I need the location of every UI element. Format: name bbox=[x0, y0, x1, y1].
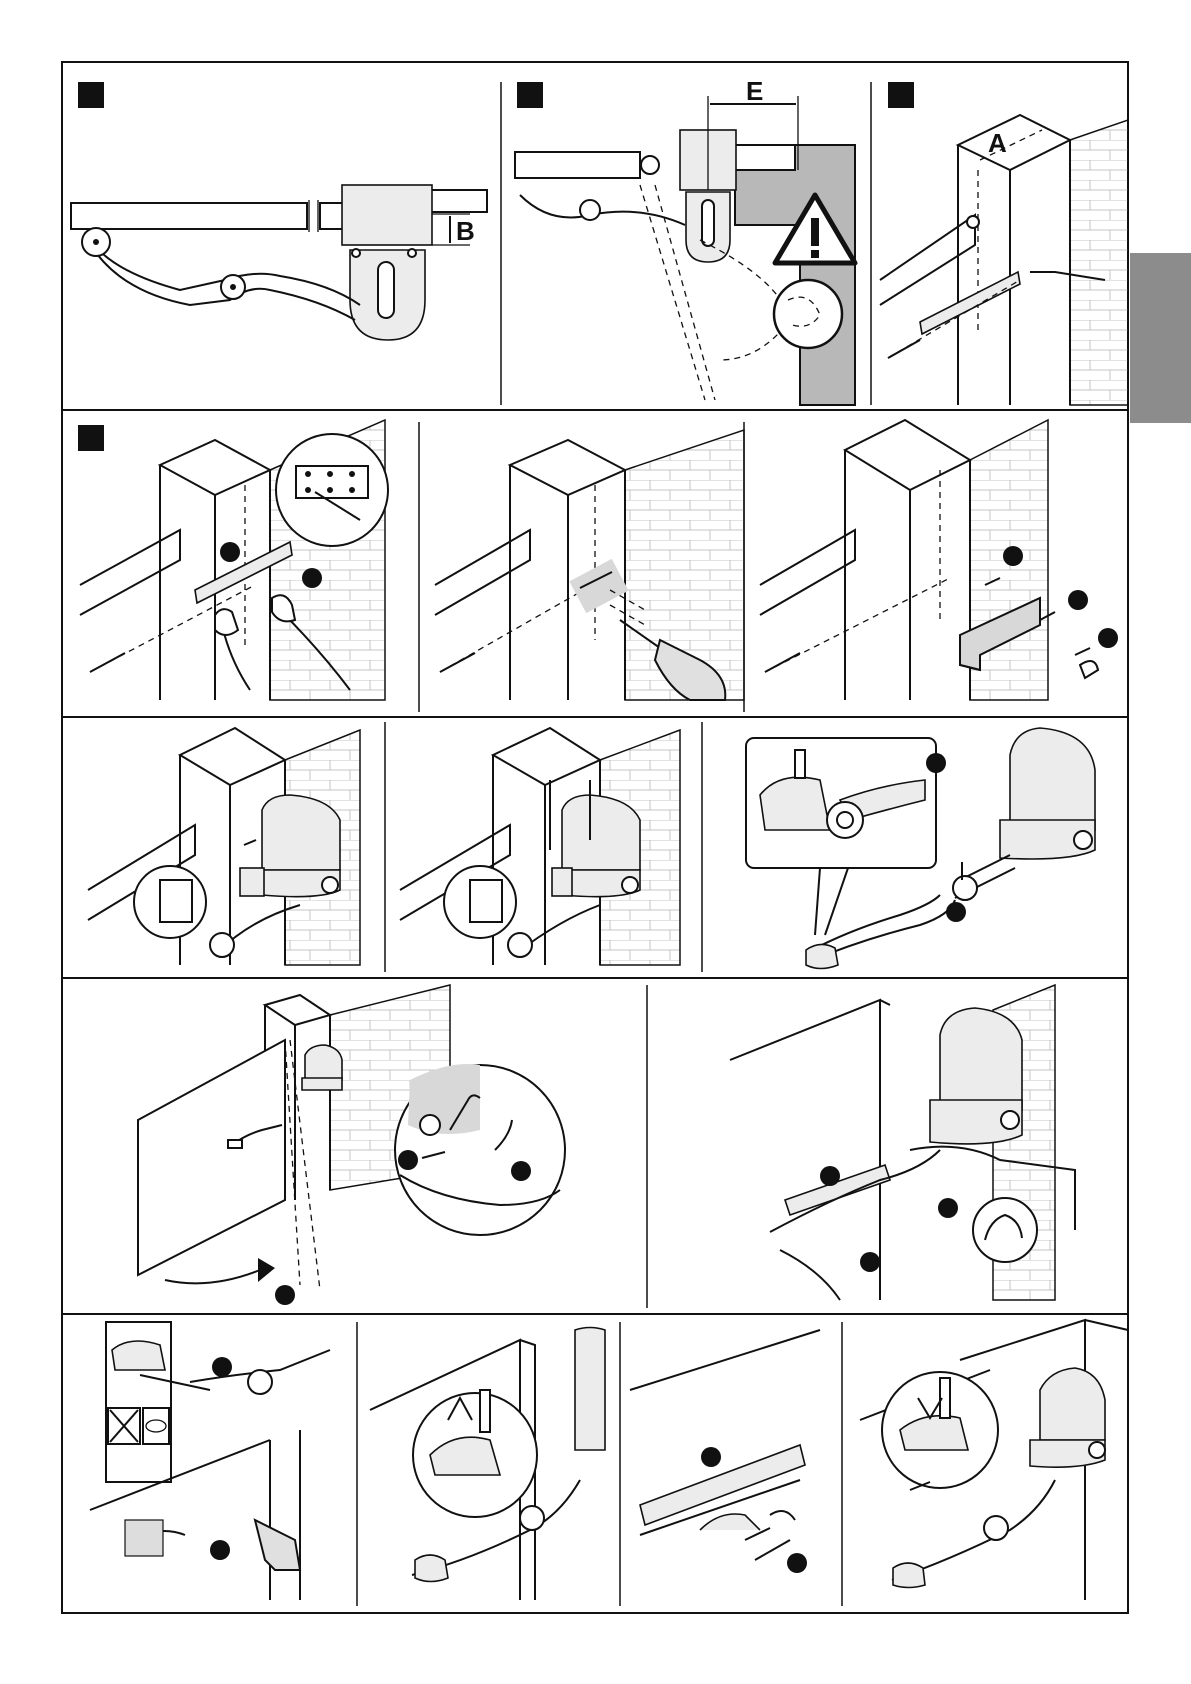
spirit-level-icon bbox=[920, 272, 1020, 334]
panel-mark-holes bbox=[78, 420, 388, 700]
step-marker bbox=[517, 82, 543, 108]
dimension-a-label: A bbox=[988, 128, 1007, 158]
spirit-level-icon bbox=[640, 1445, 805, 1525]
dimension-e-label: E bbox=[746, 76, 763, 106]
section-tab bbox=[1130, 253, 1191, 423]
panel-dimension-e: E bbox=[515, 76, 855, 405]
step-marker bbox=[78, 82, 104, 108]
step-marker bbox=[78, 425, 104, 451]
dimension-b-label: B bbox=[456, 216, 475, 246]
panel-insert-pin bbox=[860, 1320, 1128, 1600]
panel-arm-assembly bbox=[746, 728, 1095, 969]
drill-icon bbox=[255, 1520, 300, 1570]
panel-release-open bbox=[138, 985, 565, 1305]
panel-fix-arm-bracket bbox=[630, 1330, 820, 1573]
panel-mount-motor-2 bbox=[400, 728, 680, 965]
panel-drill-holes bbox=[435, 430, 744, 700]
hand-icon bbox=[780, 1250, 840, 1300]
panel-dimension-b: B bbox=[71, 82, 487, 340]
panel-mark-arm-bracket bbox=[90, 1322, 330, 1600]
panel-remove-pin bbox=[370, 1328, 605, 1601]
strong-arm-icon bbox=[973, 1198, 1037, 1262]
panel-dimension-a: A bbox=[880, 82, 1128, 405]
panel-fix-bracket bbox=[760, 420, 1118, 700]
panel-level-arm bbox=[730, 985, 1075, 1300]
panel-mount-motor-1 bbox=[88, 728, 360, 965]
arrow-icon bbox=[165, 1270, 260, 1283]
step-marker bbox=[888, 82, 914, 108]
